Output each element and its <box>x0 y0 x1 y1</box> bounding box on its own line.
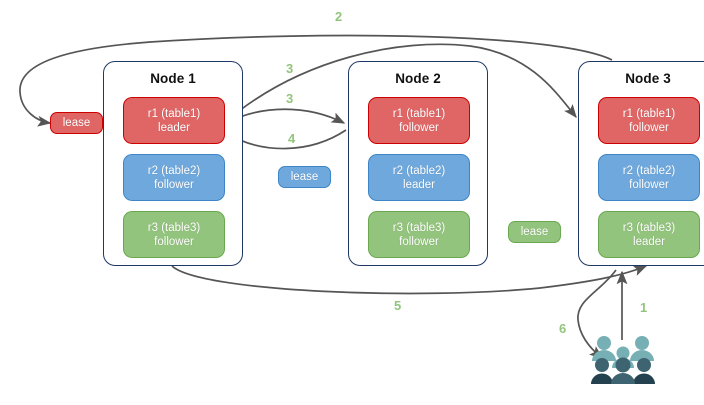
replica-role: follower <box>154 178 194 191</box>
replica-node3-r1[interactable]: r1 (table1) follower <box>598 97 700 144</box>
replica-name: r2 (table2) <box>147 164 201 177</box>
step-label-1: 1 <box>640 300 648 315</box>
step-label-6: 6 <box>559 321 567 336</box>
replica-role: follower <box>399 235 439 248</box>
replica-node1-r1[interactable]: r1 (table1) leader <box>123 97 225 144</box>
replica-name: r1 (table1) <box>147 107 201 120</box>
replica-node1-r3[interactable]: r3 (table3) follower <box>123 211 225 258</box>
replica-name: r2 (table2) <box>622 164 676 177</box>
replica-role: leader <box>633 235 665 248</box>
node-title-node-3: Node 3 <box>625 71 671 86</box>
replica-name: r3 (table3) <box>392 221 446 234</box>
replica-role: leader <box>158 121 190 134</box>
step-label-3a: 3 <box>286 61 294 76</box>
arrow-step-4 <box>226 129 347 150</box>
replica-name: r3 (table3) <box>622 221 676 234</box>
replica-node2-r2[interactable]: r2 (table2) leader <box>368 154 470 201</box>
node-card-node-2[interactable]: Node 2 r1 (table1) follower r2 (table2) … <box>348 61 488 266</box>
node-title-node-2: Node 2 <box>395 71 441 86</box>
replica-name: r1 (table1) <box>622 107 676 120</box>
arrow-step-3a <box>223 43 577 124</box>
step-label-2: 2 <box>335 9 343 24</box>
step-label-5: 5 <box>394 298 402 313</box>
arrow-step-2 <box>19 34 613 127</box>
step-label-4: 4 <box>288 131 296 146</box>
node-card-node-3[interactable]: Node 3 r1 (table1) follower r2 (table2) … <box>578 61 704 266</box>
replica-node3-r2[interactable]: r2 (table2) follower <box>598 154 700 201</box>
arrow-step-5 <box>171 265 648 295</box>
step-label-3b: 3 <box>286 91 294 106</box>
replica-node2-r1[interactable]: r1 (table1) follower <box>368 97 470 144</box>
replica-role: follower <box>154 235 194 248</box>
replica-role: leader <box>403 178 435 191</box>
lease-chip-table1[interactable]: lease <box>50 112 103 134</box>
lease-chip-table3[interactable]: lease <box>508 221 561 243</box>
lease-chip-table2[interactable]: lease <box>278 166 331 188</box>
replica-node1-r2[interactable]: r2 (table2) follower <box>123 154 225 201</box>
replica-role: follower <box>629 178 669 191</box>
replica-role: follower <box>399 121 439 134</box>
replica-node2-r3[interactable]: r3 (table3) follower <box>368 211 470 258</box>
node-card-node-1[interactable]: Node 1 r1 (table1) leader r2 (table2) fo… <box>103 61 243 266</box>
arrow-step-6 <box>577 269 617 359</box>
replica-name: r3 (table3) <box>147 221 201 234</box>
replica-node3-r3[interactable]: r3 (table3) leader <box>598 211 700 258</box>
replica-role: follower <box>629 121 669 134</box>
node-title-node-1: Node 1 <box>150 71 196 86</box>
replica-name: r1 (table1) <box>392 107 446 120</box>
users-group-icon <box>591 336 655 384</box>
replica-name: r2 (table2) <box>392 164 446 177</box>
